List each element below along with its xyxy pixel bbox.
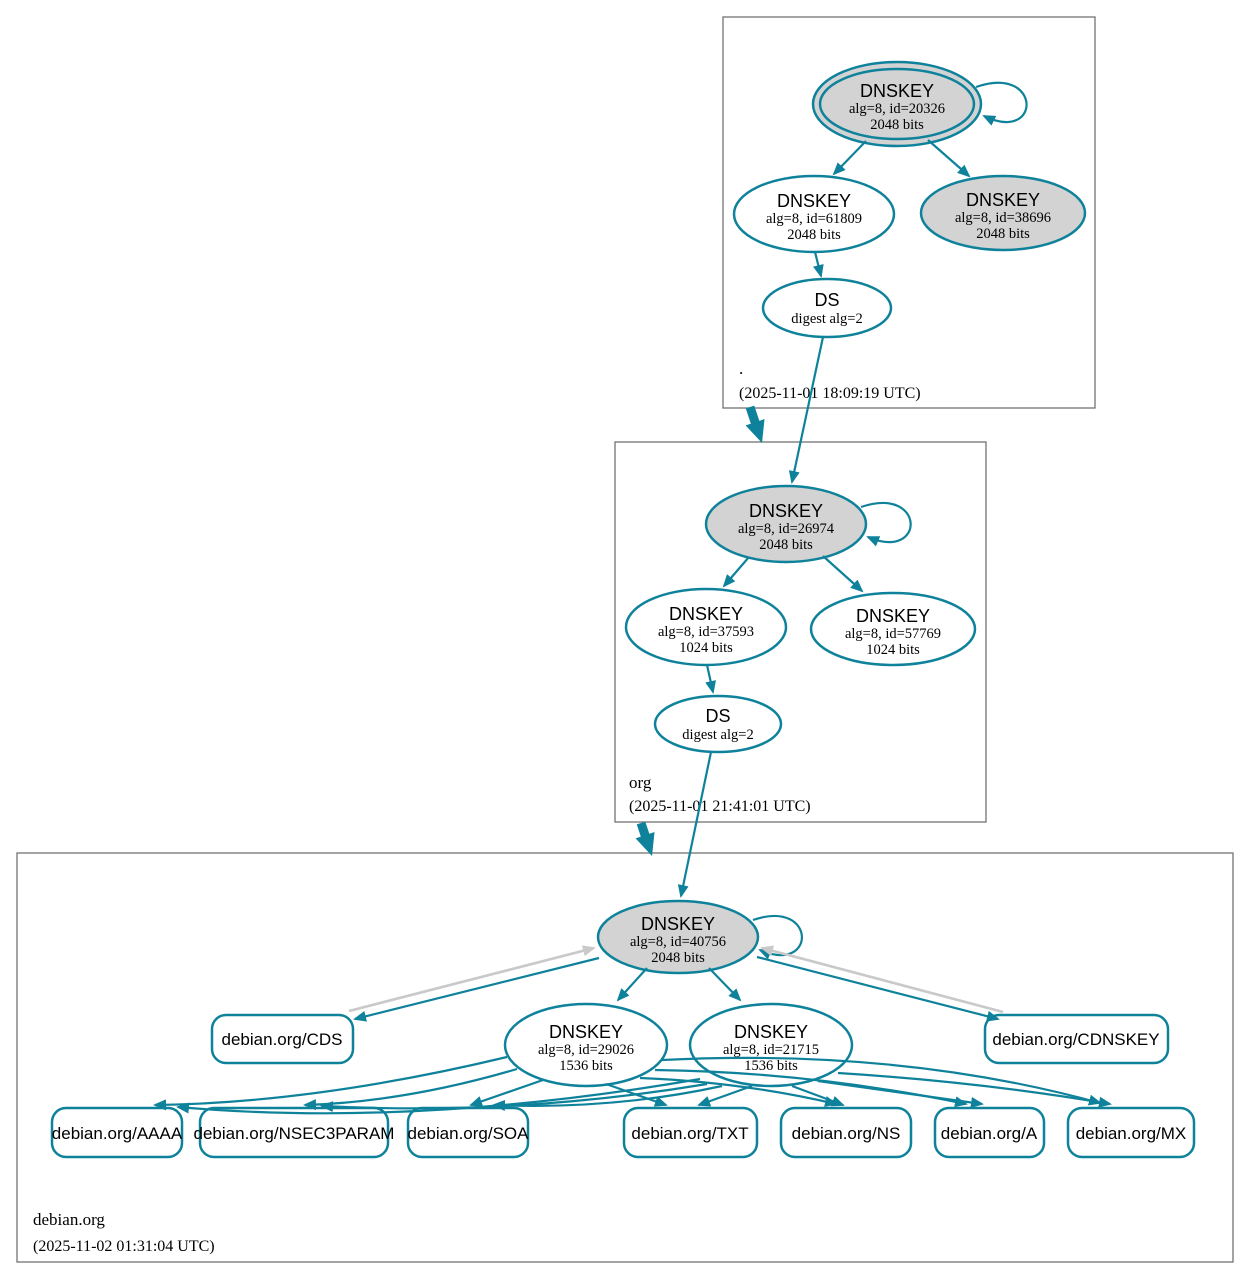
edge-cds-refers-40756-gray — [348, 945, 596, 1013]
edge-rrsig-37593-ds — [705, 664, 716, 694]
edge-rrsig-40756-cdnskey — [756, 955, 1000, 1022]
svg-text:digest alg=2: digest alg=2 — [791, 311, 862, 327]
svg-text:debian.org/CDNSKEY: debian.org/CDNSKEY — [992, 1030, 1159, 1049]
svg-text:2048 bits: 2048 bits — [976, 226, 1030, 242]
svg-text:2048 bits: 2048 bits — [870, 117, 924, 133]
rrset-debian-org-cdnskey: debian.org/CDNSKEY — [983, 1013, 1170, 1065]
svg-text:2048 bits: 2048 bits — [651, 950, 705, 966]
svg-text:alg=8, id=37593: alg=8, id=37593 — [658, 624, 754, 640]
svg-text:DNSKEY: DNSKEY — [549, 1022, 623, 1042]
svg-text:1024 bits: 1024 bits — [679, 640, 733, 656]
svg-text:DNSKEY: DNSKEY — [734, 1022, 808, 1042]
edge-ds-org-to-dnskey-40756 — [677, 751, 713, 898]
svg-text:DNSKEY: DNSKEY — [860, 81, 934, 101]
svg-text:DNSKEY: DNSKEY — [966, 190, 1040, 210]
rrset-debian-org-mx: debian.org/MX — [1066, 1106, 1196, 1159]
node-dnskey-26974: DNSKEY alg=8, id=26974 2048 bits — [704, 484, 868, 564]
rrset-debian-org-soa: debian.org/SOA — [406, 1106, 530, 1159]
edge-cdnskey-refers-40756-gray — [760, 945, 1004, 1014]
node-dnskey-29026: DNSKEY alg=8, id=29026 1536 bits — [503, 1002, 669, 1088]
edge-rrsig-20326-38696 — [927, 139, 971, 178]
svg-text:2048 bits: 2048 bits — [787, 227, 841, 243]
edge-rrsig-21715-mx — [837, 1071, 1112, 1108]
edge-rrsig-21715-txt — [697, 1084, 753, 1107]
edge-rrsig-40756-21715 — [708, 967, 742, 1002]
svg-text:alg=8, id=26974: alg=8, id=26974 — [738, 521, 835, 537]
node-dnskey-37593: DNSKEY alg=8, id=37593 1024 bits — [624, 587, 788, 667]
svg-text:alg=8, id=40756: alg=8, id=40756 — [630, 934, 726, 950]
svg-text:debian.org/CDS: debian.org/CDS — [222, 1030, 343, 1049]
node-dnskey-40756: DNSKEY alg=8, id=40756 2048 bits — [596, 899, 760, 975]
node-dnskey-57769: DNSKEY alg=8, id=57769 1024 bits — [809, 591, 977, 667]
node-ds-root: DS digest alg=2 — [761, 277, 893, 339]
svg-text:alg=8, id=57769: alg=8, id=57769 — [845, 626, 941, 642]
zone-label-org: org — [629, 773, 652, 792]
edge-delegation-root-to-org — [745, 405, 765, 444]
edge-rrsig-61809-ds — [812, 251, 824, 278]
edge-rrsig-20326-61809 — [832, 140, 867, 176]
edge-selfloop-dnskey-20326 — [975, 81, 1028, 126]
edge-rrsig-29026-aaaa — [153, 1055, 508, 1111]
zone-timestamp-root: (2025-11-01 18:09:19 UTC) — [739, 385, 921, 402]
svg-text:debian.org/TXT: debian.org/TXT — [631, 1124, 748, 1143]
svg-text:debian.org/MX: debian.org/MX — [1076, 1124, 1187, 1143]
zone-label-debian: debian.org — [33, 1210, 105, 1229]
svg-text:alg=8, id=29026: alg=8, id=29026 — [538, 1042, 634, 1058]
svg-text:alg=8, id=20326: alg=8, id=20326 — [849, 101, 945, 117]
node-dnskey-21715: DNSKEY alg=8, id=21715 1536 bits — [688, 1002, 854, 1088]
svg-text:debian.org/AAAA: debian.org/AAAA — [52, 1124, 183, 1143]
rrset-debian-org-aaaa: debian.org/AAAA — [50, 1106, 184, 1159]
node-dnskey-61809: DNSKEY alg=8, id=61809 2048 bits — [732, 174, 896, 254]
zone-box-debian — [16, 852, 1234, 1263]
edge-rrsig-29026-ns — [639, 1076, 838, 1107]
edge-rrsig-29026-soa — [469, 1078, 544, 1107]
rrset-debian-org-ns: debian.org/NS — [779, 1106, 913, 1159]
svg-text:DNSKEY: DNSKEY — [777, 191, 851, 211]
zone-label-root: . — [739, 359, 743, 378]
svg-text:alg=8, id=21715: alg=8, id=21715 — [723, 1042, 819, 1058]
svg-text:alg=8, id=61809: alg=8, id=61809 — [766, 211, 862, 227]
edge-rrsig-26974-37593 — [722, 556, 750, 588]
svg-text:debian.org/A: debian.org/A — [941, 1124, 1038, 1143]
svg-text:debian.org/SOA: debian.org/SOA — [408, 1124, 530, 1143]
edge-rrsig-26974-57769 — [822, 555, 864, 593]
edge-rrsig-21715-soa — [492, 1084, 723, 1111]
rrset-debian-org-cds: debian.org/CDS — [210, 1013, 355, 1065]
edge-selfloop-dnskey-40756 — [752, 914, 803, 960]
svg-text:DNSKEY: DNSKEY — [641, 914, 715, 934]
svg-text:DS: DS — [705, 706, 730, 726]
edge-selfloop-dnskey-26974 — [860, 501, 912, 547]
zone-timestamp-debian: (2025-11-02 01:31:04 UTC) — [33, 1238, 215, 1255]
svg-text:1536 bits: 1536 bits — [559, 1058, 613, 1074]
svg-text:2048 bits: 2048 bits — [759, 537, 813, 553]
svg-text:DS: DS — [814, 290, 839, 310]
rrset-debian-org-nsec3param: debian.org/NSEC3PARAM — [194, 1106, 395, 1159]
svg-text:DNSKEY: DNSKEY — [856, 606, 930, 626]
zone-box-root — [722, 16, 1096, 409]
node-ds-org: DS digest alg=2 — [653, 694, 783, 754]
edge-rrsig-21715-aaaa — [176, 1077, 701, 1115]
edge-rrsig-21715-ns — [791, 1084, 845, 1107]
rrset-debian-org-txt: debian.org/TXT — [622, 1106, 759, 1159]
edge-rrsig-40756-29026 — [616, 967, 648, 1002]
svg-text:debian.org/NS: debian.org/NS — [792, 1124, 901, 1143]
svg-text:1536 bits: 1536 bits — [744, 1058, 798, 1074]
node-dnskey-38696: DNSKEY alg=8, id=38696 2048 bits — [919, 174, 1087, 252]
edge-rrsig-29026-mx — [661, 1056, 1102, 1106]
svg-text:1024 bits: 1024 bits — [866, 642, 920, 658]
svg-text:debian.org/NSEC3PARAM: debian.org/NSEC3PARAM — [194, 1124, 395, 1143]
edge-delegation-org-to-debian — [635, 821, 655, 857]
svg-text:alg=8, id=38696: alg=8, id=38696 — [955, 210, 1051, 226]
zone-timestamp-org: (2025-11-01 21:41:01 UTC) — [629, 798, 811, 815]
edge-rrsig-21715-a — [817, 1079, 984, 1108]
rrset-debian-org-a: debian.org/A — [933, 1106, 1046, 1159]
svg-text:digest alg=2: digest alg=2 — [682, 727, 753, 743]
node-dnskey-20326-trust-anchor: DNSKEY alg=8, id=20326 2048 bits — [811, 60, 983, 148]
edge-ds-root-to-dnskey-26974 — [788, 336, 825, 484]
edge-rrsig-40756-cds — [353, 956, 600, 1022]
svg-text:DNSKEY: DNSKEY — [669, 604, 743, 624]
svg-text:DNSKEY: DNSKEY — [749, 501, 823, 521]
